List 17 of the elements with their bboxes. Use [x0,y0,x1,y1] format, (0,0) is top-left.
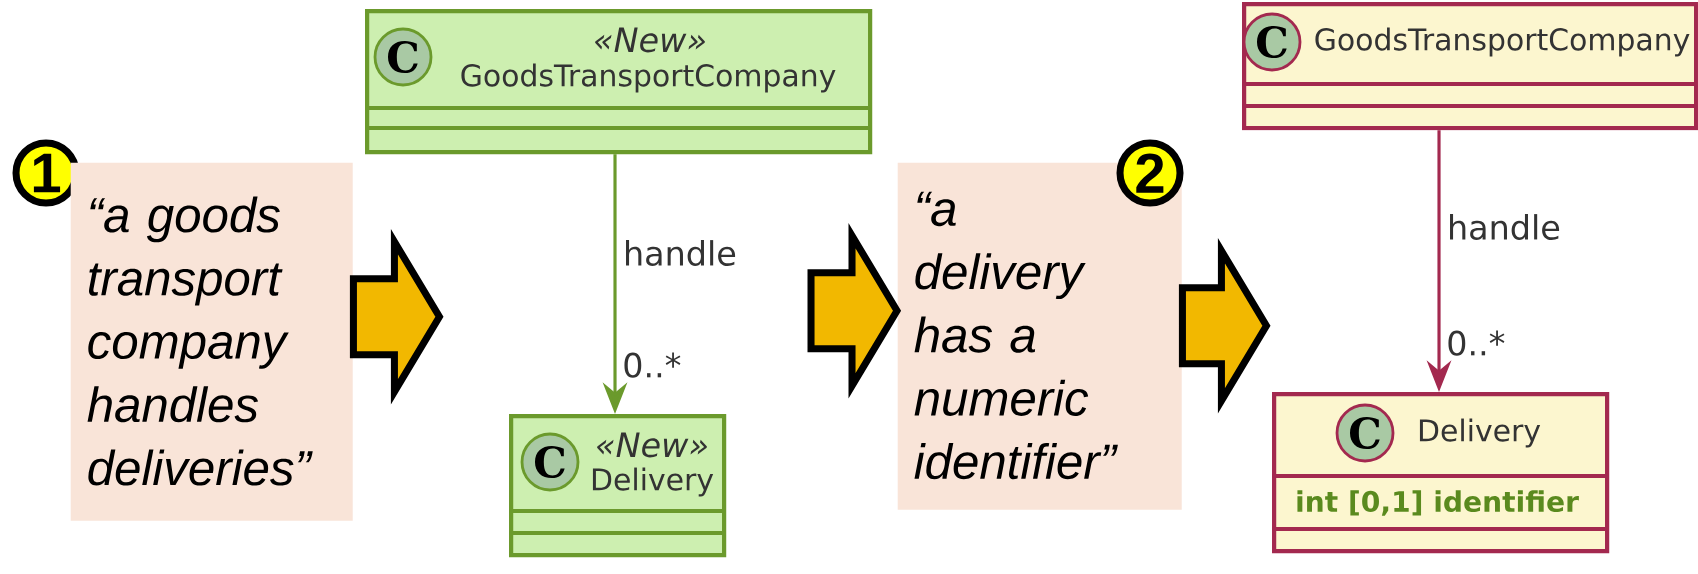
class-name: Delivery [592,467,714,497]
class-name: GoodsTransportCompany [1315,27,1690,57]
block-arrow [349,229,444,405]
multiplicity-label: 0..* [624,352,681,378]
class-name: GoodsTransportCompany [461,63,836,93]
stereotype-label: «New» [595,27,705,53]
stereotype-label: «New» [597,432,707,458]
edge-label: handle [626,240,736,266]
quote-box: “a goods transport company handles deliveries” [70,162,353,521]
block-arrow [807,223,902,399]
block-arrow [1178,238,1271,414]
class-name: Delivery [1419,418,1541,448]
edge-label: handle [1450,214,1560,240]
callout-number: 1 [12,139,80,207]
callout-number: 2 [1116,139,1184,207]
attribute-text: int [0,1] identifier [1297,490,1579,516]
multiplicity-label: 0..* [1448,330,1505,356]
